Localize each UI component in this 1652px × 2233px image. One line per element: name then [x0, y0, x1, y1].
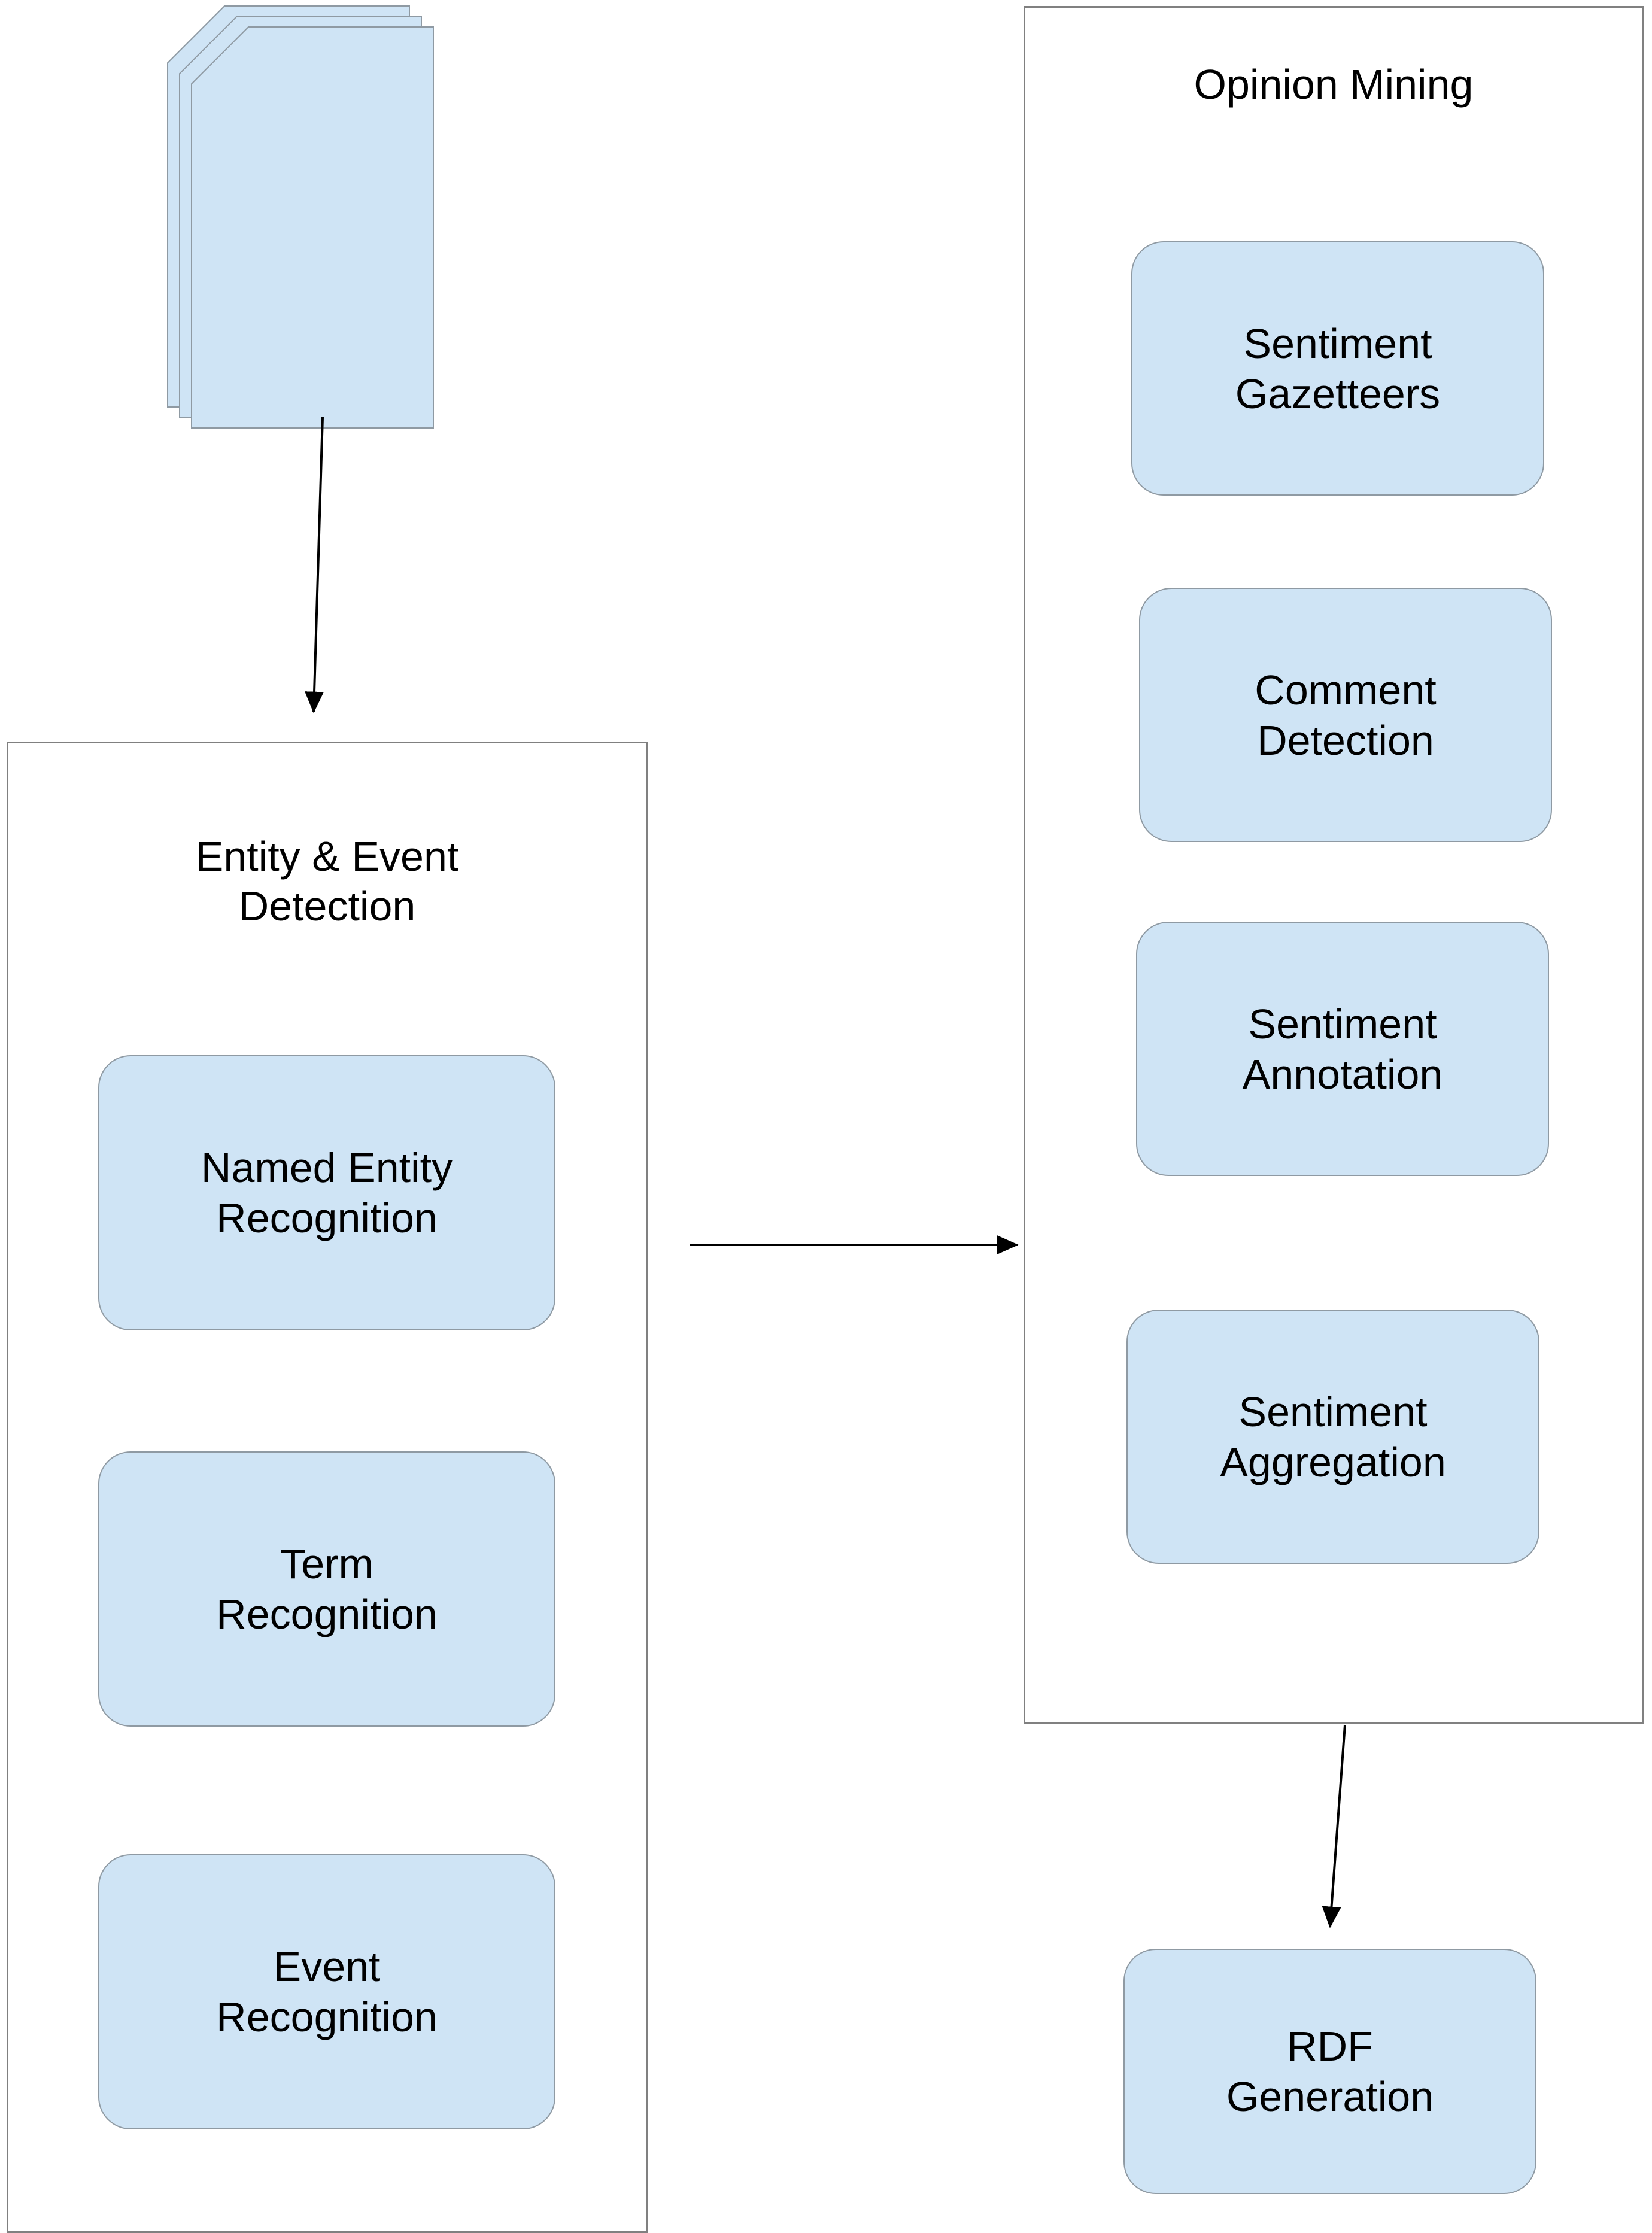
document-sheet-3 [191, 26, 434, 429]
node-comment-detection[interactable]: Comment Detection [1139, 588, 1552, 842]
edge-documents-to-entity-detection [305, 417, 324, 713]
node-label-rdf-generation: RDF Generation [1226, 2023, 1434, 2120]
node-label-sentiment-aggregation: Sentiment Aggregation [1220, 1388, 1446, 1485]
node-sentiment-gazetteers[interactable]: Sentiment Gazetteers [1131, 241, 1544, 496]
edge-opinion-to-rdf [1322, 1724, 1346, 1928]
group-title-entity-event-detection: Entity & Event Detection [195, 833, 459, 929]
document-sheet-1 [167, 5, 410, 408]
node-label-named-entity-recognition: Named Entity Recognition [201, 1144, 453, 1241]
group-title-opinion-mining: Opinion Mining [1194, 61, 1474, 108]
node-sentiment-aggregation[interactable]: Sentiment Aggregation [1126, 1310, 1539, 1564]
document-sheet-2 [179, 16, 422, 418]
node-sentiment-annotation[interactable]: Sentiment Annotation [1136, 922, 1549, 1176]
node-label-term-recognition: Term Recognition [216, 1541, 438, 1637]
node-named-entity-recognition[interactable]: Named Entity Recognition [98, 1055, 555, 1330]
node-term-recognition[interactable]: Term Recognition [98, 1451, 555, 1727]
node-label-sentiment-annotation: Sentiment Annotation [1242, 1000, 1443, 1098]
node-label-event-recognition: Event Recognition [216, 1943, 438, 2040]
node-rdf-generation[interactable]: RDF Generation [1123, 1949, 1536, 2194]
document-stack-icon [167, 5, 434, 429]
node-label-comment-detection: Comment Detection [1255, 666, 1437, 764]
node-label-sentiment-gazetteers: Sentiment Gazetteers [1235, 320, 1441, 417]
node-event-recognition[interactable]: Event Recognition [98, 1854, 555, 2129]
